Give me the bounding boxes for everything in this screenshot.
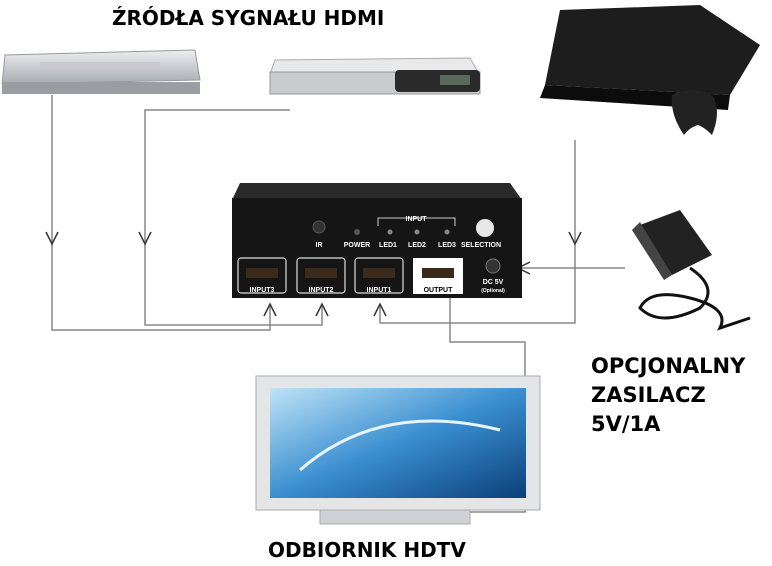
output-label: OUTPUT [424, 287, 454, 294]
led3-label: LED3 [438, 242, 456, 249]
input3-label: INPUT3 [250, 287, 275, 294]
input2-label: INPUT2 [309, 287, 334, 294]
hdmi-switch-image: IR POWER INPUT LED1 LED2 LED3 SELECTION … [232, 183, 522, 298]
cables [51, 95, 625, 513]
power-label-line2: ZASILACZ [591, 383, 706, 407]
hdtv-image [255, 375, 541, 525]
dc-note-label: (Optional) [481, 288, 505, 294]
power-label-line1: OPCJONALNY [591, 354, 746, 378]
dc-label: DC 5V [483, 279, 504, 286]
selection-label: SELECTION [461, 242, 501, 249]
led2-label: LED2 [408, 242, 426, 249]
input1-label: INPUT1 [367, 287, 392, 294]
set-top-box-image [269, 57, 481, 95]
hdtv-label: ODBIORNIK HDTV [268, 538, 466, 562]
sources-title: ŹRÓDŁA SYGNAŁU HDMI [112, 6, 385, 30]
ir-label: IR [316, 242, 323, 249]
led1-label: LED1 [379, 242, 397, 249]
game-console-image [540, 5, 760, 135]
power-adapter-image [632, 210, 751, 331]
power-label-line3: 5V/1A [591, 412, 661, 436]
input-label: INPUT [406, 216, 428, 223]
dvd-player-image [1, 49, 201, 94]
power-led-label: POWER [344, 242, 370, 249]
power-adapter-label: OPCJONALNY ZASILACZ 5V/1A [591, 352, 745, 439]
